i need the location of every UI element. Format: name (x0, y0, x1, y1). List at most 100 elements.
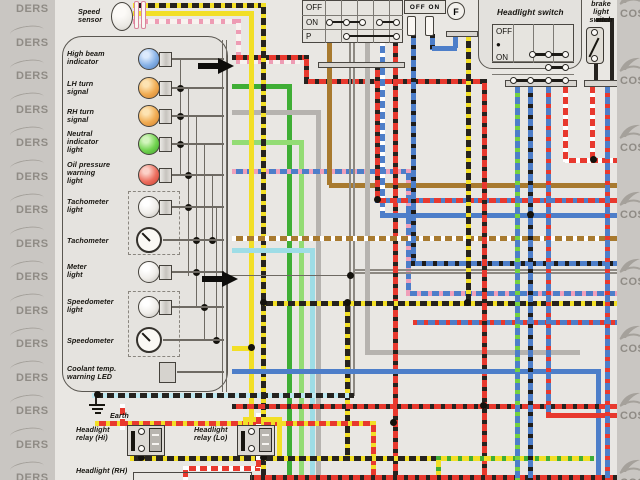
switch-contact (342, 18, 350, 26)
table-row-line (492, 61, 574, 62)
bulb-socket (158, 199, 172, 215)
earth-label: Earth (110, 411, 129, 420)
junction-dot (463, 298, 471, 306)
relay-contact (138, 445, 145, 452)
switch-contact (509, 77, 517, 84)
wire (188, 88, 190, 276)
wire (95, 393, 97, 405)
junction-dot (526, 210, 534, 218)
relay-coil (259, 428, 272, 452)
switch-row-label: ON (306, 17, 318, 27)
junction-dot (259, 298, 267, 306)
watermark-text: COST (620, 478, 640, 480)
wire (232, 110, 320, 115)
wire (411, 261, 640, 266)
panel-item-label: Neutral indicator light (67, 129, 99, 155)
wire (528, 82, 533, 480)
table-column-line (553, 24, 554, 63)
switch-contact (526, 77, 534, 84)
relay-icon (127, 425, 165, 456)
watermark-text: COST (620, 276, 640, 288)
watermark-text: COST (620, 343, 640, 355)
brake-switch-contact (591, 55, 598, 62)
wire (163, 239, 224, 241)
connector-pin (141, 1, 146, 29)
junction-dot (479, 401, 487, 409)
table-column-line (373, 0, 374, 43)
wire (371, 421, 376, 480)
wire (354, 269, 640, 271)
junction-dot (346, 271, 354, 279)
wire (349, 42, 351, 396)
junction-dot (259, 453, 267, 461)
connector-bar (318, 62, 405, 68)
relay-contact (248, 428, 255, 435)
wire (250, 475, 640, 480)
watermark-text: DERS (16, 271, 49, 283)
contact-link (379, 20, 396, 24)
watermark-text: COST (620, 142, 640, 154)
panel-item-label: Speedometer (67, 336, 114, 345)
wire (243, 417, 279, 422)
switch-contact (544, 64, 552, 71)
wire (261, 3, 266, 480)
wire (610, 18, 614, 80)
wire (304, 55, 309, 83)
brake-switch-contact (591, 29, 598, 36)
switch-contact (342, 32, 350, 40)
switch-contact (375, 18, 383, 26)
wire (436, 456, 441, 480)
wire (92, 393, 354, 398)
panel-item-label: Tachometer (67, 236, 109, 245)
wire (287, 84, 292, 480)
wire (413, 320, 640, 325)
watermark-text: DERS (16, 103, 49, 116)
switch-contact (544, 51, 552, 58)
junction-dot (247, 343, 255, 351)
wire (590, 82, 595, 160)
watermark-text: DERS (16, 3, 49, 15)
relay-label: Headlight relay (Hi) (76, 425, 110, 443)
wire (185, 466, 260, 471)
wire (393, 42, 398, 480)
wire (515, 82, 520, 480)
bulb-socket (158, 167, 172, 183)
wire (277, 417, 282, 458)
wire (406, 169, 411, 293)
wire (172, 115, 224, 117)
relay-icon (237, 425, 275, 456)
bulb-socket (158, 136, 172, 152)
wire (375, 198, 640, 203)
wire (432, 46, 457, 51)
wire (172, 306, 224, 308)
junction-dot (389, 418, 397, 426)
bulb-socket (158, 264, 172, 280)
switch-contact (358, 18, 366, 26)
wire (596, 18, 614, 22)
wire (232, 369, 598, 374)
panel-item-label: High beam indicator (67, 49, 105, 67)
wire (565, 158, 628, 163)
wire (594, 62, 598, 80)
tachometer-group-box (128, 191, 180, 255)
switch-row-label: ● (496, 39, 501, 49)
relay-contact (248, 445, 255, 452)
headlight-rh-box (133, 472, 252, 480)
wire (172, 174, 224, 176)
wire (262, 301, 640, 306)
wire (177, 371, 224, 373)
wire (406, 291, 640, 296)
watermark-text: DERS (16, 438, 49, 451)
wire (216, 207, 218, 340)
watermark-text: COST (620, 75, 640, 87)
relay-label: Headlight relay (Lo) (194, 425, 228, 443)
wire (249, 11, 254, 419)
wire (232, 404, 640, 409)
watermark-text: COST (620, 410, 640, 422)
switch-contact (392, 32, 400, 40)
wire (380, 213, 640, 218)
wire (172, 143, 224, 145)
switch-row-label: ON (496, 52, 508, 62)
